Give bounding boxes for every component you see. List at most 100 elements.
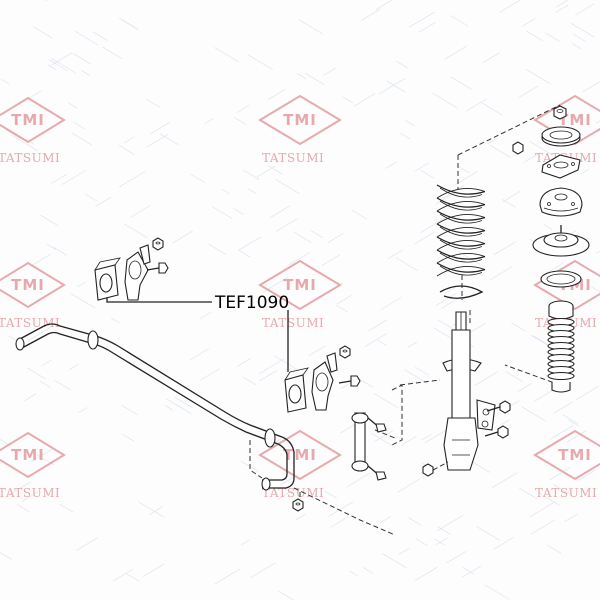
stabilizer-bar-assembly bbox=[15, 323, 441, 536]
texture-stroke bbox=[208, 243, 226, 255]
texture-stroke bbox=[380, 297, 402, 311]
texture-stroke bbox=[47, 64, 57, 71]
explode-guide-line bbox=[391, 384, 403, 446]
texture-stroke bbox=[539, 492, 560, 506]
texture-stroke bbox=[54, 380, 72, 391]
texture-stroke bbox=[77, 281, 86, 288]
texture-stroke bbox=[531, 335, 548, 346]
texture-stroke bbox=[159, 133, 179, 145]
tatsumi-brand-text: TATSUMI bbox=[0, 316, 60, 330]
bracket-bolt-lower bbox=[338, 375, 361, 387]
spring-coil-back bbox=[436, 266, 486, 277]
texture-stroke bbox=[526, 69, 552, 85]
link-nut bbox=[292, 498, 304, 512]
texture-stroke bbox=[172, 230, 193, 244]
strut-mount bbox=[539, 187, 583, 217]
texture-stroke bbox=[368, 319, 387, 332]
texture-stroke bbox=[395, 257, 418, 271]
texture-stroke bbox=[102, 46, 123, 59]
texture-stroke bbox=[381, 552, 407, 569]
texture-stroke bbox=[379, 516, 392, 524]
texture-stroke bbox=[298, 19, 324, 35]
texture-stroke bbox=[70, 293, 96, 309]
texture-stroke bbox=[436, 537, 448, 545]
explode-guide-line bbox=[457, 104, 561, 156]
texture-stroke bbox=[124, 136, 135, 144]
texture-stroke bbox=[295, 513, 306, 521]
texture-stroke bbox=[543, 224, 553, 230]
explode-guide-line bbox=[293, 487, 396, 536]
texture-stroke bbox=[530, 519, 556, 535]
texture-stroke bbox=[572, 33, 586, 42]
texture-stroke bbox=[399, 132, 411, 140]
texture-stroke bbox=[481, 102, 503, 116]
texture-stroke bbox=[204, 117, 215, 125]
texture-stroke bbox=[199, 311, 212, 320]
texture-stroke bbox=[414, 231, 435, 245]
texture-stroke bbox=[529, 501, 556, 518]
texture-stroke bbox=[28, 326, 52, 341]
svg-text:TMI: TMI bbox=[11, 111, 45, 129]
texture-stroke bbox=[414, 162, 429, 172]
texture-stroke bbox=[562, 414, 579, 425]
texture-stroke bbox=[555, 4, 569, 13]
svg-text:TMI: TMI bbox=[11, 446, 45, 464]
texture-stroke bbox=[568, 419, 579, 427]
texture-stroke bbox=[450, 15, 469, 27]
texture-stroke bbox=[556, 0, 569, 8]
bracket-bolt bbox=[484, 425, 509, 439]
tatsumi-watermark-layer: TMI TATSUMI TMI TATSUMI TMI TATSUMI TMI … bbox=[0, 94, 600, 500]
texture-stroke bbox=[189, 348, 210, 361]
texture-stroke bbox=[149, 505, 164, 515]
spring-coil-back bbox=[436, 201, 486, 212]
bar-bushing-ring bbox=[261, 477, 271, 491]
texture-stroke bbox=[499, 0, 521, 13]
spring-coil-back bbox=[436, 227, 486, 238]
texture-stroke bbox=[474, 371, 498, 386]
svg-text:TMI: TMI bbox=[283, 111, 317, 129]
texture-stroke bbox=[0, 78, 10, 85]
strut-assembly bbox=[422, 104, 590, 477]
texture-stroke bbox=[415, 538, 428, 547]
texture-stroke bbox=[16, 504, 30, 513]
texture-stroke bbox=[529, 140, 554, 156]
texture-stroke bbox=[550, 425, 574, 440]
texture-stroke bbox=[572, 43, 582, 50]
texture-stroke bbox=[378, 78, 405, 95]
texture-stroke bbox=[305, 72, 325, 85]
texture-stroke bbox=[259, 370, 278, 382]
texture-stroke bbox=[138, 501, 165, 518]
texture-stroke bbox=[575, 3, 595, 16]
texture-stroke bbox=[519, 487, 538, 500]
texture-stroke bbox=[420, 169, 435, 179]
texture-stroke bbox=[275, 218, 298, 232]
texture-stroke bbox=[404, 369, 428, 384]
spring-coil-back bbox=[436, 253, 486, 264]
texture-stroke bbox=[373, 393, 399, 409]
texture-stroke bbox=[84, 193, 98, 202]
texture-stroke bbox=[41, 359, 52, 367]
texture-stroke bbox=[92, 31, 108, 42]
texture-stroke bbox=[118, 144, 135, 155]
texture-stroke bbox=[487, 138, 497, 144]
spring-coil-front bbox=[436, 197, 486, 208]
texture-stroke bbox=[549, 467, 571, 481]
tmi-logo-2: TMI bbox=[258, 94, 342, 146]
bracket-nut-lower bbox=[339, 345, 351, 359]
tmi-logo-5: TMI bbox=[258, 259, 342, 311]
dust-boot bbox=[547, 317, 575, 393]
texture-stroke bbox=[351, 210, 368, 220]
texture-stroke bbox=[401, 435, 417, 446]
texture-stroke bbox=[294, 231, 312, 243]
texture-stroke bbox=[50, 57, 76, 74]
texture-stroke bbox=[120, 19, 139, 31]
texture-stroke bbox=[174, 396, 193, 409]
top-nut bbox=[553, 105, 567, 120]
texture-stroke bbox=[61, 169, 87, 185]
texture-stroke bbox=[545, 32, 560, 42]
texture-stroke bbox=[575, 385, 600, 400]
texture-stroke bbox=[444, 285, 458, 294]
texture-stroke bbox=[71, 132, 92, 146]
texture-stroke bbox=[570, 22, 595, 38]
texture-stroke bbox=[46, 243, 57, 251]
